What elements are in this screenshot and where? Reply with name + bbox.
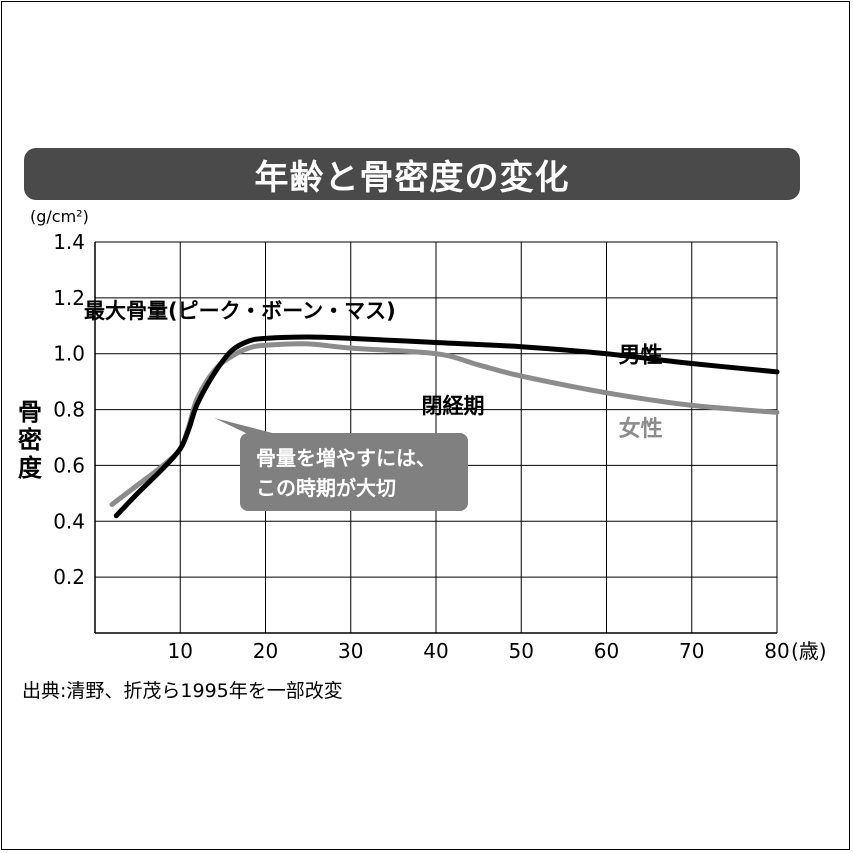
- x-tick-label: 20: [253, 639, 278, 663]
- y-axis-title-char: 密: [18, 426, 42, 454]
- axes: 0.2 0.4 0.6 0.8 1.0 1.2 1.4 10 20 30 40 50 60 70 80 (g/…: [18, 207, 827, 663]
- x-tick-label: 40: [423, 639, 448, 663]
- male-series-line: [113, 334, 780, 519]
- x-tick-label: 80: [764, 639, 789, 663]
- x-tick-label: 50: [509, 639, 534, 663]
- x-tick-label: 70: [679, 639, 704, 663]
- callout: 骨量を増やすには、この時期が大切: [214, 417, 468, 511]
- callout-text-line: この時期が大切: [256, 476, 396, 500]
- menopause-label: 閉経期: [422, 394, 485, 418]
- x-tick-label: 30: [338, 639, 363, 663]
- female-legend-label: 女性: [619, 416, 663, 442]
- y-tick-label: 0.6: [53, 453, 85, 477]
- series-lines: [109, 334, 780, 519]
- title-bar: 年齢と骨密度の変化: [24, 148, 800, 200]
- y-tick-label: 1.4: [53, 230, 85, 254]
- y-axis-title-char: 度: [18, 454, 43, 482]
- y-tick-label: 0.2: [53, 565, 85, 589]
- y-tick-label: 1.0: [53, 342, 85, 366]
- source-note: 出典:清野、折茂ら1995年を一部改変: [22, 680, 343, 702]
- callout-pointer: [214, 417, 280, 435]
- y-tick-label: 1.2: [53, 286, 85, 310]
- chart-title: 年齢と骨密度の変化: [254, 157, 570, 198]
- callout-text-line: 骨量を増やすには、: [256, 446, 436, 470]
- y-tick-label: 0.4: [53, 509, 85, 533]
- callout-box: [240, 433, 468, 511]
- y-tick-label: 0.8: [53, 398, 85, 422]
- x-unit-label: (歳): [791, 639, 827, 663]
- y-axis-title-char: 骨: [18, 398, 42, 426]
- x-tick-label: 60: [594, 639, 619, 663]
- x-tick-label: 10: [168, 639, 193, 663]
- male-legend-label: 男性: [619, 344, 663, 369]
- y-unit-label: (g/cm²): [30, 207, 89, 226]
- peak-bone-mass-label: 最大骨量(ピーク・ボーン・マス): [84, 299, 396, 323]
